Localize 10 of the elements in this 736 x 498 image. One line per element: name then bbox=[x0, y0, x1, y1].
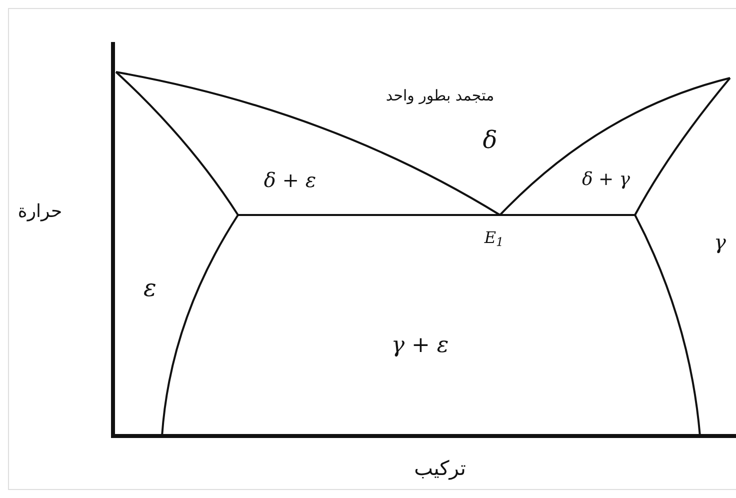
region-label: γ + ε bbox=[391, 335, 449, 357]
region-label: δ + ε bbox=[264, 170, 316, 190]
region-label: δ bbox=[482, 128, 498, 152]
region-label: حرارة bbox=[18, 203, 62, 221]
region-label: متجمد بطور واحد bbox=[386, 88, 494, 104]
region-label: ε bbox=[144, 276, 156, 300]
region-label: δ + γ bbox=[582, 171, 630, 189]
region-label: γ bbox=[714, 232, 726, 252]
region-label: تركيب bbox=[414, 458, 466, 478]
region-label: E$_{1}$ bbox=[484, 230, 504, 246]
